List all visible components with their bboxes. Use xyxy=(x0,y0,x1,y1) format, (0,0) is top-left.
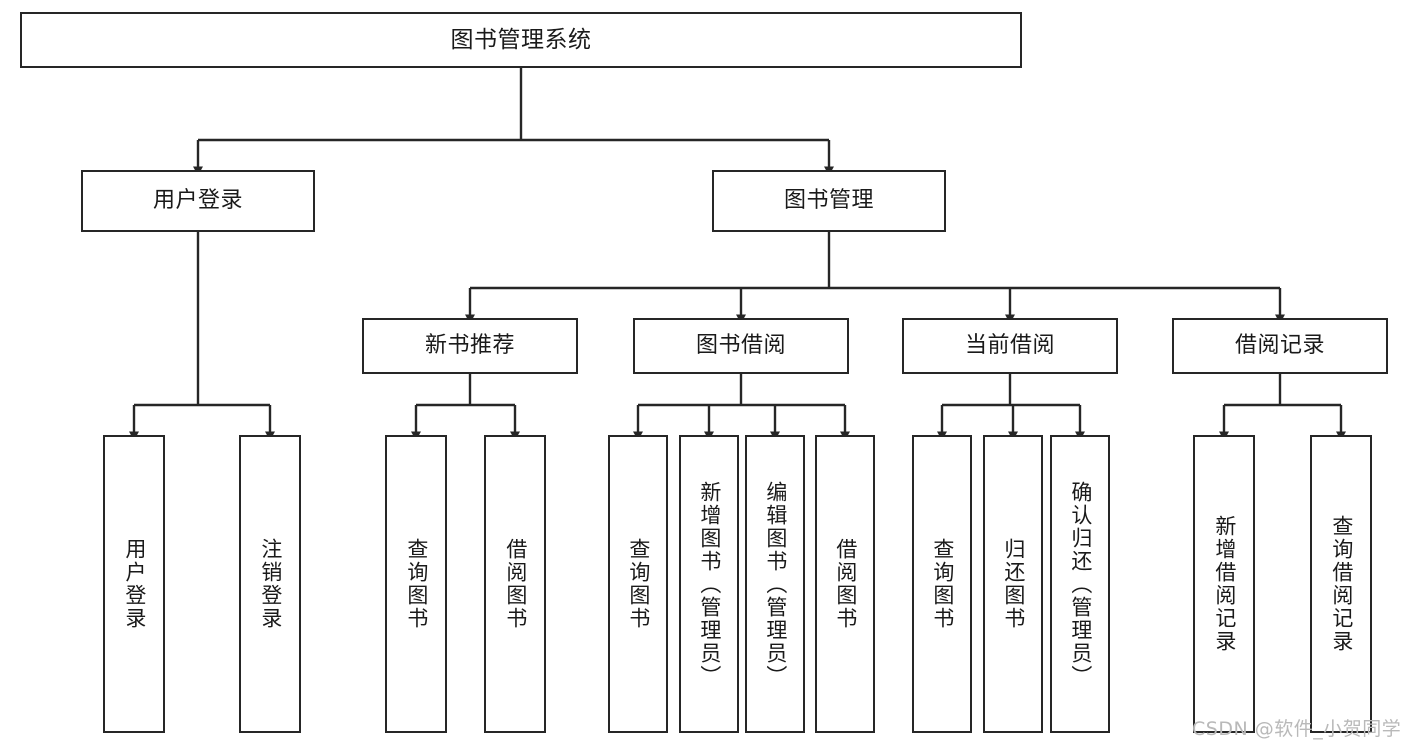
node-label-leaf-rec-query: 查询图书 xyxy=(404,538,429,630)
node-leaf-bb-borrow[interactable]: 借阅图书 xyxy=(815,435,875,733)
node-label-leaf-bb-edit: 编辑图书（管理员） xyxy=(763,480,788,688)
node-leaf-bb-add[interactable]: 新增图书（管理员） xyxy=(679,435,739,733)
node-book-manage[interactable]: 图书管理 xyxy=(712,170,946,232)
node-leaf-cb-confirm[interactable]: 确认归还（管理员） xyxy=(1050,435,1110,733)
node-label-leaf-user-logout: 注销登录 xyxy=(258,538,283,630)
node-label-user-login: 用户登录 xyxy=(152,188,243,214)
node-borrow-record[interactable]: 借阅记录 xyxy=(1172,318,1388,374)
node-leaf-bb-query[interactable]: 查询图书 xyxy=(608,435,668,733)
node-leaf-br-query[interactable]: 查询借阅记录 xyxy=(1310,435,1372,733)
node-root[interactable]: 图书管理系统 xyxy=(20,12,1022,68)
node-leaf-bb-edit[interactable]: 编辑图书（管理员） xyxy=(745,435,805,733)
node-leaf-rec-query[interactable]: 查询图书 xyxy=(385,435,447,733)
node-label-leaf-cb-confirm: 确认归还（管理员） xyxy=(1068,480,1093,688)
watermark: CSDN @软件_小贺同学 xyxy=(1192,718,1402,740)
node-book-borrow[interactable]: 图书借阅 xyxy=(633,318,849,374)
node-new-book-rec[interactable]: 新书推荐 xyxy=(362,318,578,374)
node-label-leaf-br-query: 查询借阅记录 xyxy=(1329,515,1354,653)
node-label-borrow-record: 借阅记录 xyxy=(1234,333,1325,359)
node-label-root: 图书管理系统 xyxy=(450,26,592,53)
node-label-leaf-bb-borrow: 借阅图书 xyxy=(833,538,858,630)
node-leaf-cb-query[interactable]: 查询图书 xyxy=(912,435,972,733)
node-leaf-cb-return[interactable]: 归还图书 xyxy=(983,435,1043,733)
node-label-current-borrow: 当前借阅 xyxy=(964,333,1055,359)
node-label-leaf-rec-borrow: 借阅图书 xyxy=(503,538,528,630)
node-label-book-borrow: 图书借阅 xyxy=(695,333,786,359)
node-leaf-user-logout[interactable]: 注销登录 xyxy=(239,435,301,733)
node-label-new-book-rec: 新书推荐 xyxy=(424,333,515,359)
node-label-leaf-br-add: 新增借阅记录 xyxy=(1212,515,1237,653)
node-leaf-user-login[interactable]: 用户登录 xyxy=(103,435,165,733)
node-label-leaf-bb-add: 新增图书（管理员） xyxy=(697,480,722,688)
node-current-borrow[interactable]: 当前借阅 xyxy=(902,318,1118,374)
node-label-leaf-bb-query: 查询图书 xyxy=(626,538,651,630)
node-label-book-manage: 图书管理 xyxy=(783,188,874,214)
node-label-leaf-cb-return: 归还图书 xyxy=(1001,538,1026,630)
node-label-leaf-user-login: 用户登录 xyxy=(122,538,147,630)
node-label-leaf-cb-query: 查询图书 xyxy=(930,538,955,630)
node-user-login[interactable]: 用户登录 xyxy=(81,170,315,232)
node-leaf-br-add[interactable]: 新增借阅记录 xyxy=(1193,435,1255,733)
node-leaf-rec-borrow[interactable]: 借阅图书 xyxy=(484,435,546,733)
